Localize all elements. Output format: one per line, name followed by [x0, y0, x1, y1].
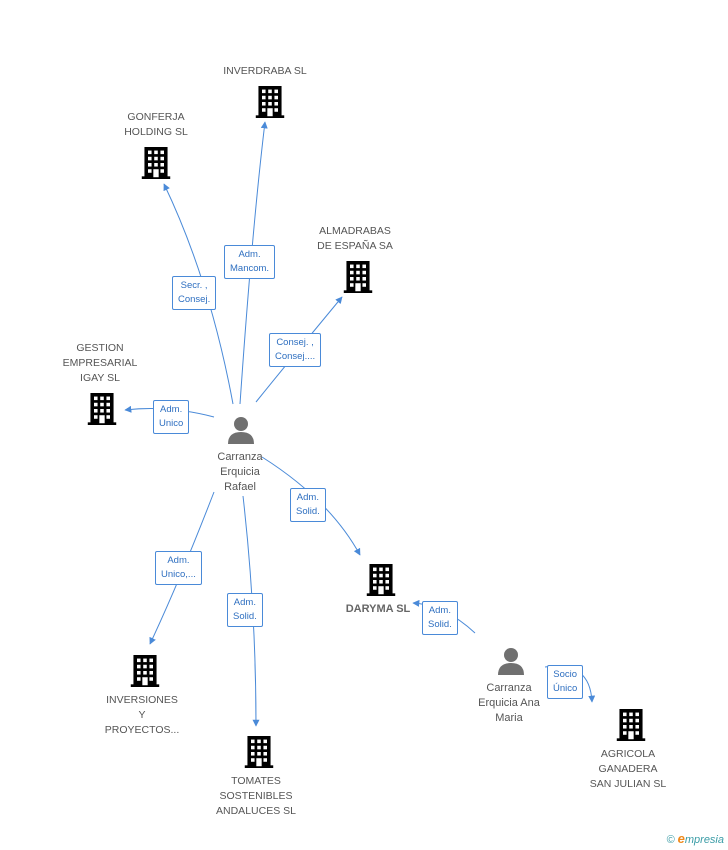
node-gestion-label[interactable]: GESTION EMPRESARIAL IGAY SL: [62, 342, 138, 384]
edge-label-adm-solid-ana[interactable]: Adm. Solid.: [422, 601, 458, 635]
node-agricola-label[interactable]: AGRICOLA GANADERA SAN JULIAN SL: [589, 748, 667, 790]
building-icon: [255, 86, 285, 118]
edge-label-socio-unico[interactable]: Socio Único: [547, 665, 584, 699]
edge-label-adm-unico[interactable]: Adm. Unico: [153, 400, 190, 434]
node-almadrabas-label[interactable]: ALMADRABAS DE ESPAÑA SA: [317, 225, 393, 252]
edges: [124, 121, 596, 727]
node-inverdraba-label[interactable]: INVERDRABA SL: [223, 65, 307, 77]
edge-label-consej-consej[interactable]: Consej. , Consej....: [269, 333, 322, 367]
building-icon: [141, 147, 171, 179]
edge-label-adm-mancom[interactable]: Adm. Mancom.: [224, 245, 276, 279]
node-gonferja-label[interactable]: GONFERJA HOLDING SL: [124, 111, 188, 138]
node-carranza-rafael-label[interactable]: Carranza Erquicia Rafael: [217, 451, 263, 493]
node-inversiones-label[interactable]: INVERSIONES Y PROYECTOS...: [104, 694, 180, 736]
empresia-credit[interactable]: © empresia: [666, 831, 724, 846]
building-icon: [343, 261, 373, 293]
node-tomates-label[interactable]: TOMATES SOSTENIBLES ANDALUCES SL: [216, 775, 296, 817]
edge-label-adm-unico-inv[interactable]: Adm. Unico,...: [155, 551, 202, 585]
node-daryma-label[interactable]: DARYMA SL: [345, 603, 411, 615]
edge-label-adm-solid-tomates[interactable]: Adm. Solid.: [227, 593, 263, 627]
edge-label-adm-solid-daryma[interactable]: Adm. Solid.: [290, 488, 326, 522]
building-icon: [130, 655, 160, 687]
person-icon: [228, 417, 254, 444]
person-icon: [498, 648, 524, 675]
building-icon: [244, 736, 274, 768]
copyright-symbol: ©: [666, 834, 675, 846]
empresia-logo-e: e: [677, 831, 685, 846]
empresia-brand-text: mpresia: [684, 834, 724, 846]
building-icon: [87, 393, 117, 425]
edge-label-secr-consej[interactable]: Secr. , Consej.: [172, 276, 217, 310]
node-carranza-ana-label[interactable]: Carranza Erquicia Ana Maria: [478, 682, 540, 724]
building-icon: [616, 709, 646, 741]
building-icon: [366, 564, 396, 596]
